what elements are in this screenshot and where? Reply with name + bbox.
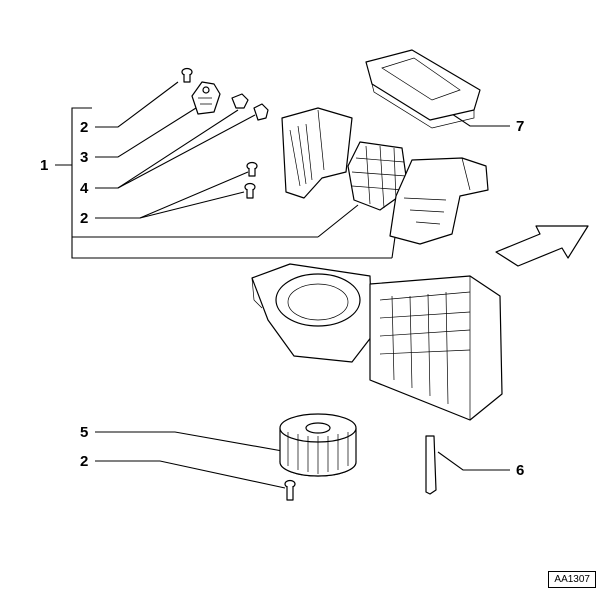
callout-1: 1 <box>40 157 48 174</box>
screw-part-2-top <box>181 67 193 83</box>
actuator-part-3 <box>191 81 221 115</box>
callout-4: 4 <box>80 180 89 197</box>
clip-part-6 <box>425 435 437 495</box>
screw-part-2-mid-b <box>244 182 256 199</box>
blower-fan-part-5 <box>279 413 357 477</box>
blower-main-housing <box>251 263 503 421</box>
callout-7: 7 <box>516 118 524 135</box>
leader-lines <box>95 81 510 489</box>
intake-housing-left <box>281 107 353 199</box>
intake-duct-right <box>389 157 489 245</box>
screw-part-2-mid-a <box>246 161 258 177</box>
callout-6: 6 <box>516 462 524 479</box>
screw-part-2-bottom <box>284 479 296 501</box>
reference-code: AA1307 <box>548 571 596 588</box>
group-1-bracket <box>55 107 392 259</box>
connector-part-4b <box>253 103 269 121</box>
callout-2-top: 2 <box>80 119 88 136</box>
connector-part-4a <box>231 93 249 109</box>
intake-grid-housing <box>347 141 409 211</box>
pollen-filter-part-7 <box>365 49 481 129</box>
callout-5: 5 <box>80 424 88 441</box>
callout-3: 3 <box>80 149 88 166</box>
callout-2-bottom: 2 <box>80 453 88 470</box>
direction-arrow <box>495 225 589 267</box>
callout-2-mid: 2 <box>80 210 88 227</box>
